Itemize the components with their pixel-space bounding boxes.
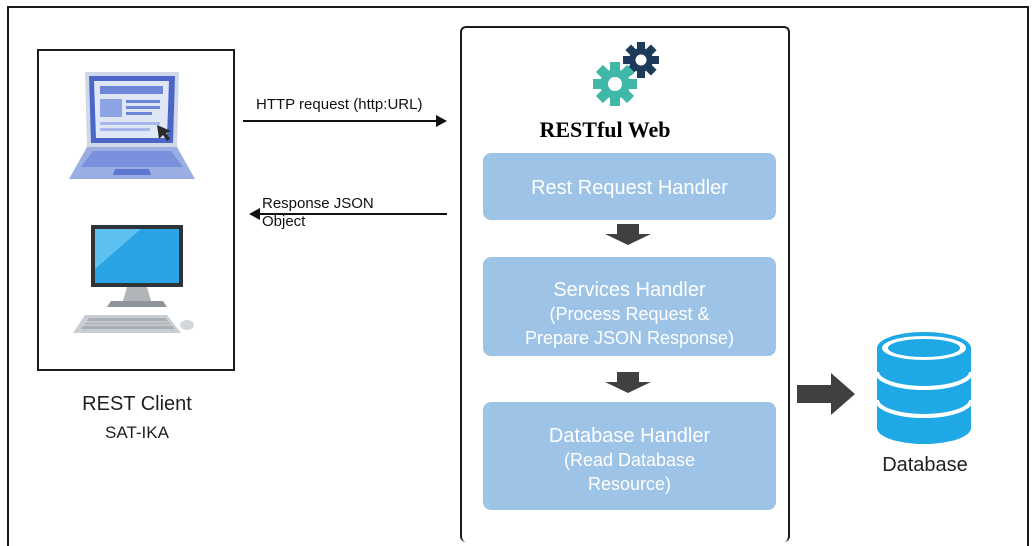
message-arrows [243,115,447,220]
rest-request-handler: Rest Request Handler [483,153,776,220]
rest-client-label: REST Client [82,393,192,415]
handler-title: Rest Request Handler [531,177,728,199]
flow-arrow-down [605,224,651,245]
rest-client-box [37,49,235,371]
rest-client-sublabel: SAT-IKA [105,423,169,441]
handler-title: Database Handler [548,425,711,447]
flow-arrow-down [605,372,651,393]
laptop-icon [69,72,195,179]
services-handler: Services Handler (Process Request & Prep… [483,257,776,356]
database-handler: Database Handler (Read Database Resource… [483,402,776,510]
flow-arrow-right [797,373,855,415]
response-arrowhead [249,208,260,220]
restful-web-title: RESTful Web [539,117,671,142]
gears-icon [593,42,659,106]
diagram-frame [7,6,1029,546]
http-request-label: HTTP request (http:URL) [256,96,423,113]
handler-detail: (Read Database [563,450,696,470]
database-label: Database [882,454,968,476]
handler-detail: Resource) [587,474,672,494]
response-label: Response JSON Object [262,195,374,230]
handler-detail: (Process Request & [549,304,710,324]
desktop-computer-icon [73,225,194,333]
handler-detail: Prepare JSON Response) [524,328,735,348]
http-request-arrowhead [436,115,447,127]
database-icon [875,332,973,444]
handler-title: Services Handler [553,279,706,301]
